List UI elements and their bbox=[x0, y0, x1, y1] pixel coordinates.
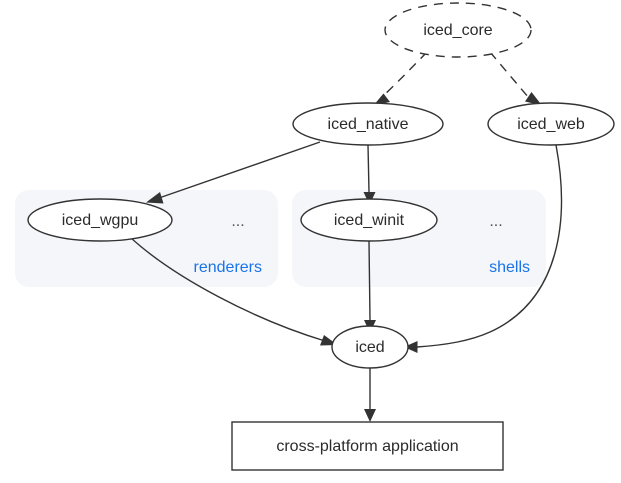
edge-iced-native-to-iced-winit-line bbox=[367, 144, 370, 193]
node-iced-web-label: iced_web bbox=[517, 116, 585, 133]
node-cross-platform-application-box[interactable] bbox=[231, 421, 504, 471]
node-iced-native-ellipse[interactable] bbox=[292, 102, 444, 146]
node-iced-wgpu-label: iced_wgpu bbox=[62, 212, 139, 229]
edge-iced-wgpu-to-iced-line bbox=[130, 237, 326, 342]
edge-iced-winit-to-iced-line bbox=[368, 240, 371, 321]
edge-iced-core-to-iced-web-arrowhead bbox=[525, 92, 542, 106]
node-iced-wgpu-ellipse[interactable] bbox=[27, 198, 173, 242]
node-iced-wgpu[interactable]: iced_wgpu bbox=[27, 198, 173, 242]
cluster-renderers-label: renderers bbox=[194, 259, 262, 276]
edge-iced-core-to-iced-web-line bbox=[489, 51, 530, 99]
edge-iced-native-to-iced-wgpu-arrowhead bbox=[146, 192, 164, 204]
node-iced-web[interactable]: iced_web bbox=[487, 102, 615, 146]
edge-iced-core-to-iced-native bbox=[373, 51, 428, 106]
node-iced-ellipse[interactable] bbox=[331, 325, 409, 369]
node-iced-label: iced bbox=[355, 339, 384, 356]
edge-iced-core-to-iced-native-line bbox=[380, 51, 428, 99]
node-iced-winit-label: iced_winit bbox=[334, 212, 405, 229]
edge-iced-web-to-iced bbox=[404, 144, 563, 353]
node-iced-native[interactable]: iced_native bbox=[292, 102, 444, 146]
node-cross-platform-application[interactable]: cross-platform application bbox=[231, 421, 504, 471]
node-iced-winit-ellipse[interactable] bbox=[300, 198, 438, 242]
node-iced-core-label: iced_core bbox=[423, 22, 492, 39]
node-iced-core-ellipse[interactable] bbox=[384, 2, 532, 58]
node-iced-native-label: iced_native bbox=[328, 116, 409, 133]
cluster-shells-label: shells bbox=[489, 259, 530, 276]
node-iced[interactable]: iced bbox=[331, 325, 409, 369]
node-iced-winit[interactable]: iced_winit bbox=[300, 198, 438, 242]
cluster-shells-ellipsis: ... bbox=[489, 213, 502, 230]
cluster-renderers-ellipsis: ... bbox=[231, 213, 244, 230]
edge-iced-to-application-arrowhead bbox=[364, 409, 376, 422]
edge-iced-core-to-iced-web bbox=[489, 51, 542, 106]
node-iced-web-ellipse[interactable] bbox=[487, 102, 615, 146]
edge-iced-native-to-iced-wgpu bbox=[146, 141, 321, 204]
edge-iced-web-to-iced-arrowhead bbox=[404, 341, 418, 353]
edge-iced-to-application bbox=[364, 368, 376, 422]
edge-iced-native-to-iced-wgpu-line bbox=[158, 141, 321, 199]
edge-iced-web-to-iced-line bbox=[416, 144, 563, 348]
node-cross-platform-application-label: cross-platform application bbox=[276, 438, 458, 455]
node-iced-core[interactable]: iced_core bbox=[384, 2, 532, 58]
